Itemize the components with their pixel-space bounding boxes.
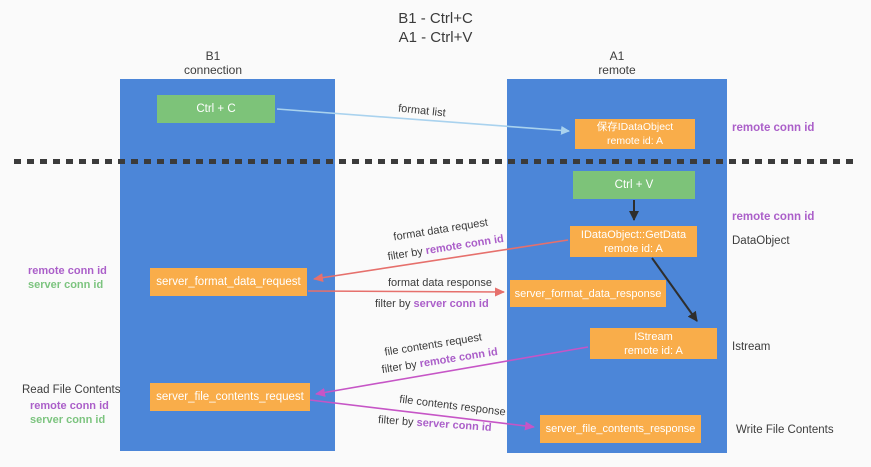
diagram-title: B1 - Ctrl+C A1 - Ctrl+V [0,9,871,47]
left-conn-id-block-2: remote conn id server conn id [30,399,109,427]
lifeline-a1-role: remote [598,63,636,77]
lifeline-a1-name: A1 [609,49,625,63]
filter-by-text: filter by [377,414,417,429]
dataobject-label: DataObject [732,235,790,247]
format-response-label: server_format_data_response [514,287,662,300]
file-response-label: server_file_contents_response [545,423,696,435]
getdata-line1: IDataObject::GetData [580,228,687,241]
idataobject-getdata-box: IDataObject::GetData remote id: A [570,226,697,257]
file-request-label: server_file_contents_request [156,391,304,403]
left-server-conn-id-label-2: server conn id [30,414,106,426]
lifeline-b1-name: B1 [205,49,221,63]
format-data-response-arrow [307,287,505,297]
istream-line2: remote id: A [624,344,683,357]
filter-by-server-label-2: filter by server conn id [378,414,492,434]
ctrl-c-box: Ctrl + C [157,95,275,123]
read-file-contents-label: Read File Contents [22,384,121,396]
left-remote-conn-id-label-2: remote conn id [30,400,109,412]
ctrl-c-label: Ctrl + C [196,103,236,115]
filter-by-text: filter by [375,298,414,310]
istream-side-label: Istream [732,341,771,353]
getdata-line2: remote id: A [604,242,663,255]
left-remote-conn-id-label-1: remote conn id [28,265,107,277]
right-remote-conn-id-label-1: remote conn id [732,122,815,134]
istream-line1: IStream [634,330,673,343]
ctrl-v-box: Ctrl + V [573,171,695,199]
istream-box: IStream remote id: A [590,328,717,359]
title-line-1: B1 - Ctrl+C [398,10,473,27]
format-data-response-label: format data response [388,277,492,289]
title-line-2: A1 - Ctrl+V [398,29,473,46]
lifeline-header-a1: A1 remote [537,49,697,77]
server-file-contents-response-box: server_file_contents_response [540,415,701,443]
server-file-contents-request-box: server_file_contents_request [150,383,310,411]
right-remote-conn-id-label-2: remote conn id [732,211,815,223]
save-idataobject-line1: 保存IDataObject [596,121,674,133]
save-idataobject-line2: remote id: A [606,135,664,147]
lifeline-b1-role: connection [183,63,243,77]
server-format-data-response-box: server_format_data_response [510,280,666,307]
format-request-label: server_format_data_request [156,276,301,288]
filter-by-text: filter by [386,245,427,264]
filter-by-server-label-1: filter by server conn id [375,298,489,310]
left-conn-id-block-1: remote conn id server conn id [28,264,107,292]
ctrl-v-label: Ctrl + V [614,179,654,191]
server-conn-id-text: server conn id [413,298,489,310]
lifeline-header-b1: B1 connection [133,49,293,77]
filter-by-text: filter by [380,358,421,377]
save-idataobject-box: 保存IDataObject remote id: A [575,119,695,149]
server-format-data-request-box: server_format_data_request [150,268,307,296]
left-server-conn-id-label-1: server conn id [28,279,104,291]
phase-divider-dashed-line [14,159,856,164]
server-conn-id-text: server conn id [416,416,492,434]
file-contents-response-label: file contents response [398,393,507,419]
write-file-contents-label: Write File Contents [736,424,834,436]
format-list-label: format list [397,102,447,120]
